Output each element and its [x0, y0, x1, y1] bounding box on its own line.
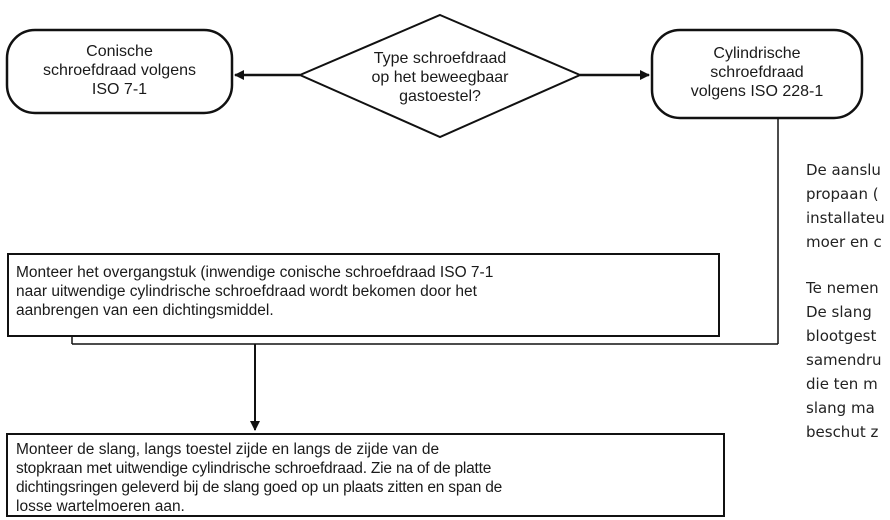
right-node-line: Cylindrische [713, 45, 801, 62]
box-monteer-slang [6, 433, 725, 517]
left-node-line: schroefdraad volgens [43, 62, 196, 79]
side-text-column: De aanslu propaan ( installateu moer en … [806, 158, 890, 444]
side-text-line: installateu [806, 209, 885, 227]
left-node-line: Conische [86, 43, 153, 60]
box1-line: aanbrengen van een dichtingsmiddel. [16, 302, 274, 319]
box2-line: Monteer de slang, langs toestel zijde en… [16, 441, 440, 458]
box2-line: stopkraan met uitwendige cylindrische sc… [16, 460, 492, 477]
right-node-shape [650, 28, 864, 120]
decision-line: op het beweegbaar [371, 69, 509, 86]
side-text-line: moer en c [806, 233, 882, 251]
right-node-line: volgens ISO 228-1 [690, 83, 824, 100]
side-text-line: beschut z [806, 423, 879, 441]
side-text-line: propaan ( [806, 185, 879, 203]
left-node-line: ISO 7-1 [91, 81, 148, 98]
decision-label: Type schroefdraad op het beweegbaar gast… [325, 49, 555, 106]
box2-line: dichtingsringen geleverd bij de slang go… [16, 479, 503, 496]
right-node-label: Cylindrische schroefdraad volgens ISO 22… [652, 44, 862, 101]
box-monteer-slang-text: Monteer de slang, langs toestel zijde en… [16, 440, 721, 516]
box1-line: naar uitwendige cylindrische schroefdraa… [16, 283, 477, 300]
left-node-label: Conische schroefdraad volgens ISO 7-1 [7, 42, 232, 99]
right-node-line: schroefdraad [710, 64, 804, 81]
decision-line: gastoestel? [399, 88, 481, 105]
side-text-gap [806, 254, 890, 276]
side-text-line: Te nemen [806, 279, 879, 297]
decision-diamond [297, 13, 583, 139]
side-text-line: blootgest [806, 327, 877, 345]
side-text-line: De slang [806, 303, 872, 321]
side-text-line: samendru [806, 351, 882, 369]
left-node-shape [5, 28, 234, 115]
side-text-line: die ten m [806, 375, 878, 393]
box2-line: losse wartelmoeren aan. [16, 498, 185, 515]
box-overgangstuk [7, 253, 720, 337]
box-overgangstuk-text: Monteer het overgangstuk (inwendige coni… [16, 263, 716, 320]
side-text-line: De aanslu [806, 161, 881, 179]
side-text-line: slang ma [806, 399, 875, 417]
decision-line: Type schroefdraad [373, 50, 507, 67]
box1-line: Monteer het overgangstuk (inwendige coni… [16, 264, 494, 281]
